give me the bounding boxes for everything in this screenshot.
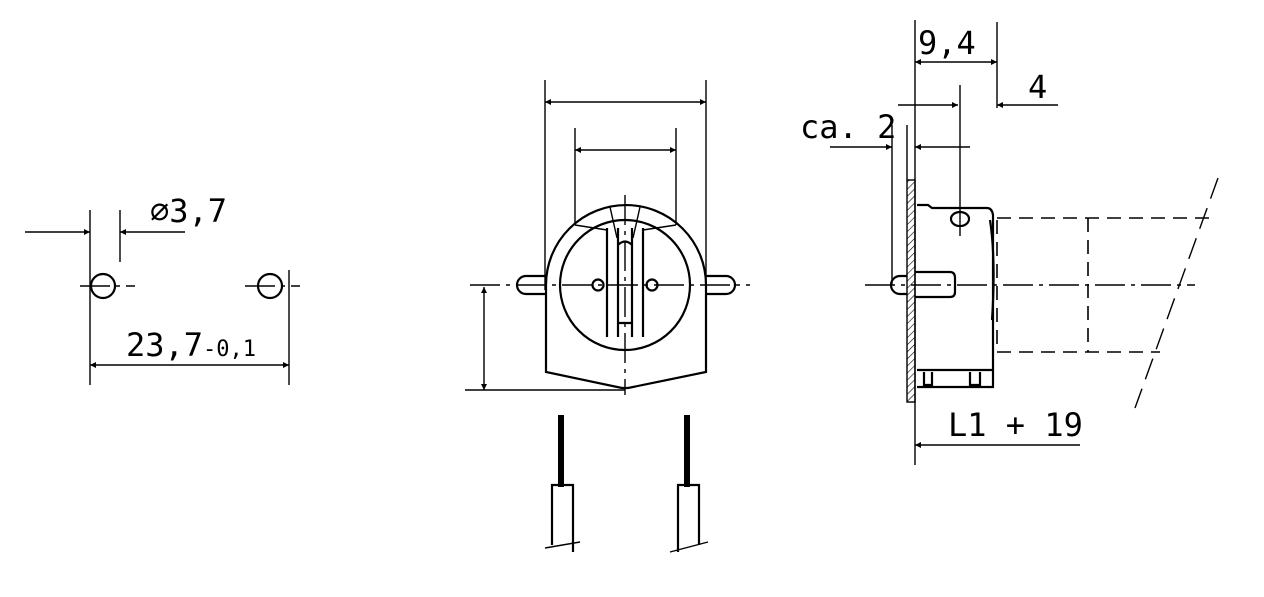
spacing-label: 23,7	[126, 326, 203, 364]
length-label: L1 + 19	[948, 406, 1083, 444]
lampholder-body	[544, 203, 708, 390]
contact-pin-left	[591, 278, 605, 292]
break-line	[1134, 177, 1219, 409]
depth-label: 9,4	[918, 24, 976, 62]
hole-pattern-view: ∅3,7 23,7 -0,1	[25, 192, 300, 385]
side-peg-right	[706, 274, 737, 296]
plate-thickness-label: ca. 2	[800, 108, 896, 146]
front-view	[465, 80, 750, 553]
wire-right	[669, 415, 709, 553]
mounting-plate	[906, 179, 916, 403]
diameter-label: ∅3,7	[150, 192, 227, 230]
wire-left	[544, 415, 581, 552]
screw-hole	[949, 210, 971, 228]
side-view: 9,4 4 ca. 2 L1 + 19	[800, 20, 1219, 465]
tolerance-label: -0,1	[203, 337, 256, 362]
offset-label: 4	[1028, 68, 1047, 106]
side-body	[917, 203, 995, 389]
